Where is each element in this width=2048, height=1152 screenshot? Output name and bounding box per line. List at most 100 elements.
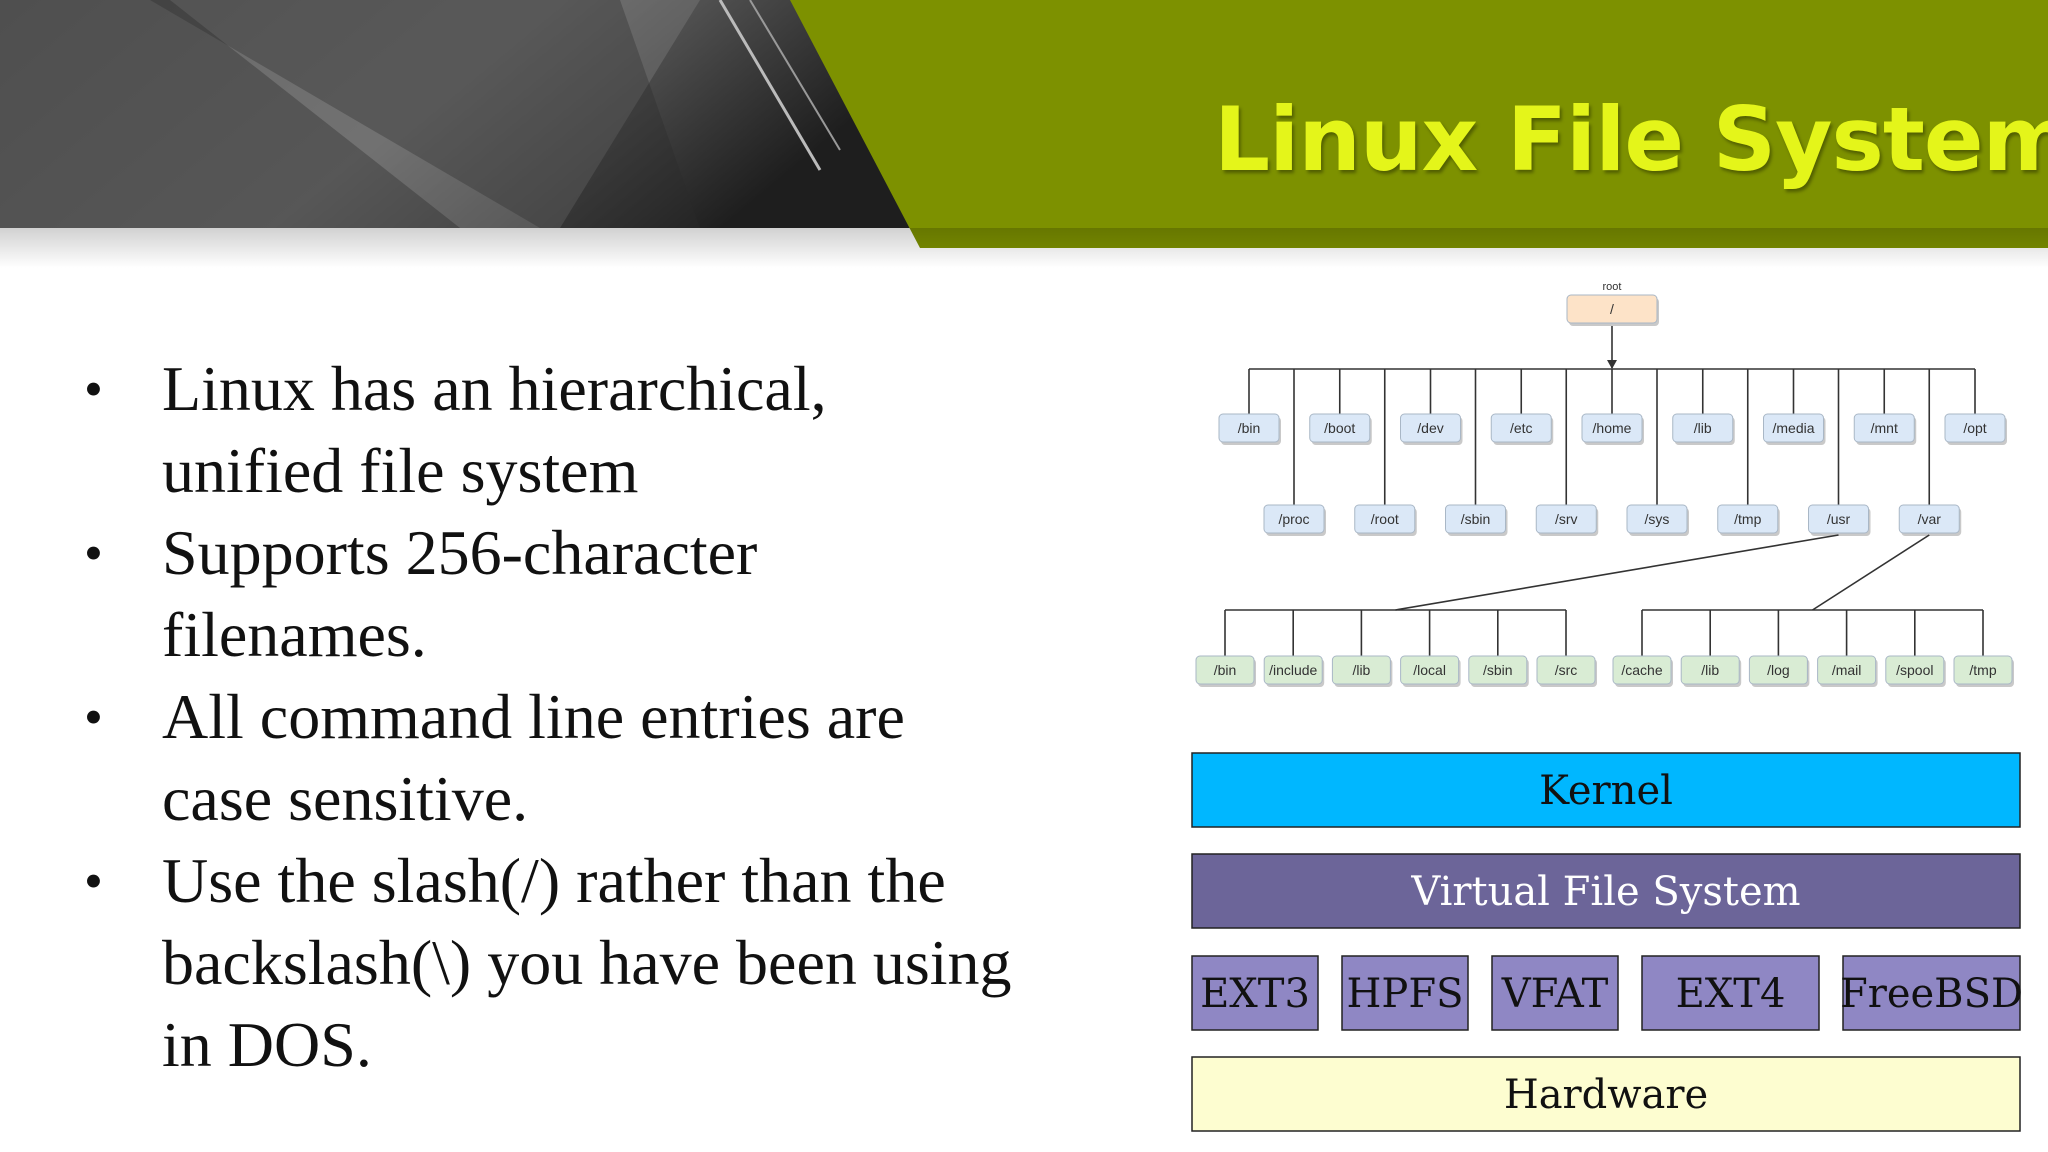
node-label: /home [1593, 420, 1632, 436]
dir-node: /media [1763, 413, 1826, 445]
node-label: /local [1413, 662, 1446, 678]
filesystem-block: FreeBSD [1840, 955, 2023, 1031]
dir-node: /mnt [1853, 413, 1917, 445]
node-label: /tmp [1969, 662, 1996, 678]
kernel-layer: Kernel [1191, 752, 2021, 828]
tree-connector [1395, 534, 1839, 611]
var-subdir-node: /cache [1612, 655, 1673, 687]
bullet-point-icon: • [84, 359, 103, 419]
dir-node: /var [1898, 504, 1962, 536]
header-banner [0, 0, 2048, 268]
dir-node: /opt [1944, 413, 2007, 445]
bullet-list: • Linux has an hierarchical, unified file … [80, 348, 1100, 1086]
node-label: / [1610, 301, 1614, 317]
bullet-text-line: Use the slash(/) rather than the [162, 845, 946, 916]
node-label: /boot [1324, 420, 1355, 436]
node-label: /opt [1963, 420, 1986, 436]
dir-node: /home [1581, 413, 1644, 445]
usr-subdir-node: /include [1263, 655, 1325, 687]
node-label: /sbin [1461, 511, 1491, 527]
layer-label: FreeBSD [1840, 971, 2023, 1017]
node-label: /lib [1701, 662, 1719, 678]
dir-node: /usr [1808, 504, 1871, 536]
filesystem-block: EXT4 [1641, 955, 1820, 1031]
tree-connector [1812, 534, 1930, 611]
layer-label: EXT3 [1200, 971, 1310, 1017]
node-label: /cache [1621, 662, 1662, 678]
var-subdir-node: /tmp [1953, 655, 2014, 687]
node-label: /mnt [1871, 420, 1898, 436]
node-label: /etc [1510, 420, 1533, 436]
bullet-text-line: All command line entries are [162, 681, 905, 752]
hardware-layer: Hardware [1191, 1056, 2021, 1132]
node-label: /log [1767, 662, 1790, 678]
bullet-text-line: backslash(\) you have been using [162, 927, 1012, 998]
layer-label: EXT4 [1676, 971, 1786, 1017]
laptop-photo [0, 0, 915, 228]
filesystem-block: HPFS [1341, 955, 1469, 1031]
dir-node: /bin [1218, 413, 1281, 445]
node-label: /include [1269, 662, 1317, 678]
layer-label: Virtual File System [1410, 869, 1800, 915]
var-subdir-node: /log [1748, 655, 1810, 687]
layer-label: Hardware [1504, 1072, 1708, 1118]
filesystem-block: EXT3 [1191, 955, 1319, 1031]
dir-node: /tmp [1717, 504, 1780, 536]
node-label: /bin [1214, 662, 1237, 678]
var-subdir-node: /mail [1817, 655, 1878, 687]
bullet-text-line: in DOS. [162, 1009, 372, 1080]
usr-subdir-node: /src [1536, 655, 1597, 687]
arrowhead-icon [1607, 360, 1617, 369]
node-label: /tmp [1734, 511, 1761, 527]
node-label: /var [1918, 511, 1942, 527]
node-label: /proc [1278, 511, 1309, 527]
var-subdir-node: /spool [1885, 655, 1946, 687]
dir-node: /srv [1535, 504, 1599, 536]
dir-node: /etc [1490, 413, 1554, 445]
bullet-text-line: Supports 256-character [162, 517, 758, 588]
bullet-text-line: filenames. [162, 599, 427, 670]
dir-node: /root [1354, 504, 1417, 536]
node-label: /sbin [1483, 662, 1513, 678]
bullet-point-icon: • [84, 687, 103, 747]
layer-label: HPFS [1347, 971, 1464, 1017]
node-label: /spool [1896, 662, 1933, 678]
vfs-layer: Virtual File System [1191, 853, 2021, 929]
root-caption: root [1603, 281, 1622, 293]
usr-subdir-node: /sbin [1468, 655, 1529, 687]
node-label: /lib [1694, 420, 1712, 436]
dir-node: /boot [1309, 413, 1372, 445]
bullet-item: • Use the slash(/) rather than the backsla… [80, 840, 1100, 1086]
dir-node: /dev [1400, 413, 1463, 445]
layer-label: VFAT [1501, 971, 1609, 1017]
bullet-text-line: unified file system [162, 435, 639, 506]
node-label: /sys [1645, 511, 1670, 527]
node-label: /srv [1555, 511, 1578, 527]
node-label: /media [1772, 420, 1814, 436]
node-label: /bin [1238, 420, 1261, 436]
slide-title: Linux File System [1214, 88, 2048, 191]
node-label: /lib [1352, 662, 1370, 678]
usr-subdir-node: /lib [1331, 655, 1393, 687]
node-label: /src [1555, 662, 1578, 678]
filesystem-block: VFAT [1491, 955, 1619, 1031]
bullet-item: • Linux has an hierarchical, unified file … [80, 348, 1100, 512]
bullet-text-line: Linux has an hierarchical, [162, 353, 827, 424]
bullet-point-icon: • [84, 523, 103, 583]
node-label: /dev [1417, 420, 1443, 436]
node-label: /usr [1827, 511, 1851, 527]
bullet-point-icon: • [84, 851, 103, 911]
dir-node: /sbin [1445, 504, 1508, 536]
root-node: / [1566, 294, 1659, 326]
dir-node: /proc [1263, 504, 1326, 536]
usr-subdir-node: /bin [1195, 655, 1256, 687]
dir-node: /sys [1626, 504, 1689, 536]
layer-label: Kernel [1539, 768, 1673, 814]
usr-subdir-node: /local [1400, 655, 1461, 687]
dir-node: /lib [1672, 413, 1735, 445]
node-label: /mail [1832, 662, 1862, 678]
